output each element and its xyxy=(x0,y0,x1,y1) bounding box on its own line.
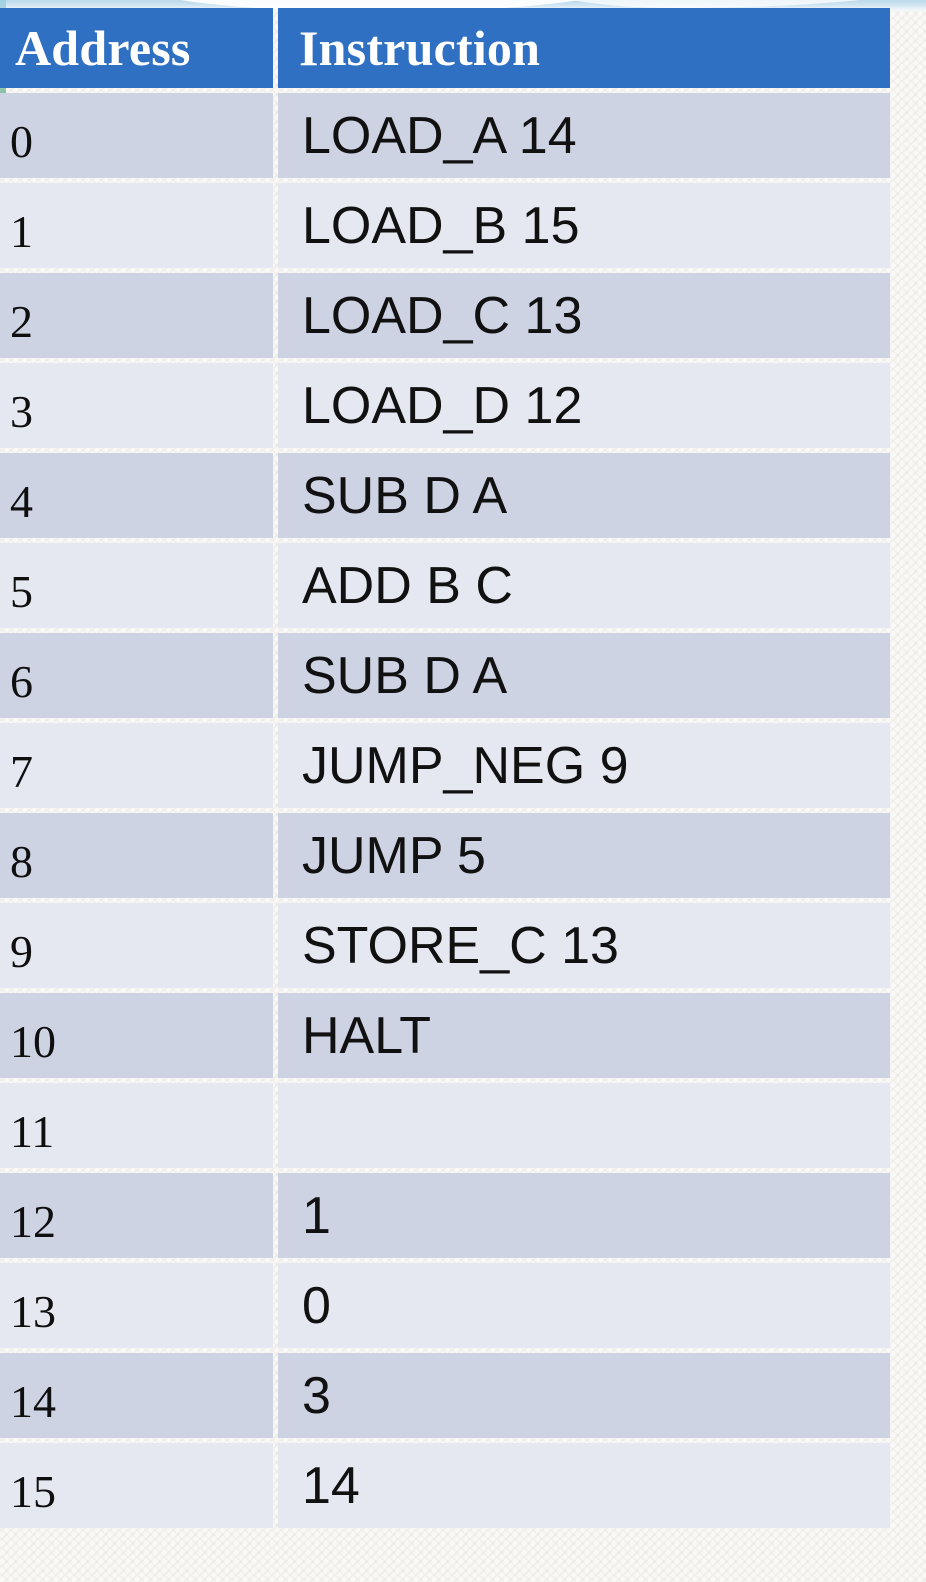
address-value: 4 xyxy=(10,475,33,527)
table-row: 0 LOAD_A 14 xyxy=(0,93,890,178)
address-value: 3 xyxy=(10,385,33,437)
instruction-value: ADD B C xyxy=(302,556,513,615)
instruction-cell: LOAD_C 13 xyxy=(278,273,890,358)
instruction-value: 3 xyxy=(302,1366,331,1425)
address-cell: 14 xyxy=(0,1353,273,1438)
instruction-cell: ADD B C xyxy=(278,543,890,628)
table-header-row: Address Instruction xyxy=(0,8,890,88)
instruction-cell: 3 xyxy=(278,1353,890,1438)
memory-contents-table: Address Instruction 0 LOAD_A 14 1 LOAD_B 15… xyxy=(0,8,890,1533)
address-cell: 12 xyxy=(0,1173,273,1258)
address-cell: 5 xyxy=(0,543,273,628)
address-cell: 7 xyxy=(0,723,273,808)
column-header-address-label: Address xyxy=(15,20,191,76)
address-cell: 11 xyxy=(0,1083,273,1168)
table-row: 1 LOAD_B 15 xyxy=(0,183,890,268)
instruction-value: JUMP_NEG 9 xyxy=(302,736,629,795)
table-row: 12 1 xyxy=(0,1173,890,1258)
column-header-instruction-label: Instruction xyxy=(299,20,541,76)
address-value: 0 xyxy=(10,115,33,167)
instruction-cell: STORE_C 13 xyxy=(278,903,890,988)
address-cell: 8 xyxy=(0,813,273,898)
address-cell: 0 xyxy=(0,93,273,178)
table-row: 7 JUMP_NEG 9 xyxy=(0,723,890,808)
address-value: 1 xyxy=(10,205,33,257)
slide-swoosh-decoration-secondary xyxy=(520,0,926,8)
table-row: 13 0 xyxy=(0,1263,890,1348)
instruction-cell: 0 xyxy=(278,1263,890,1348)
address-value: 5 xyxy=(10,565,33,617)
instruction-value: JUMP 5 xyxy=(302,826,486,885)
table-row: 8 JUMP 5 xyxy=(0,813,890,898)
address-cell: 9 xyxy=(0,903,273,988)
table-row: 5 ADD B C xyxy=(0,543,890,628)
address-value: 10 xyxy=(10,1015,56,1067)
instruction-value: LOAD_B 15 xyxy=(302,196,580,255)
instruction-value: 14 xyxy=(302,1456,360,1515)
address-cell: 2 xyxy=(0,273,273,358)
instruction-value: STORE_C 13 xyxy=(302,916,619,975)
instruction-value: LOAD_A 14 xyxy=(302,106,577,165)
table-row: 2 LOAD_C 13 xyxy=(0,273,890,358)
table-row: 6 SUB D A xyxy=(0,633,890,718)
address-value: 2 xyxy=(10,295,33,347)
address-value: 12 xyxy=(10,1195,56,1247)
instruction-cell xyxy=(278,1083,890,1168)
instruction-cell: HALT xyxy=(278,993,890,1078)
instruction-cell: JUMP 5 xyxy=(278,813,890,898)
instruction-value: LOAD_D 12 xyxy=(302,376,583,435)
table-row: 4 SUB D A xyxy=(0,453,890,538)
address-cell: 6 xyxy=(0,633,273,718)
address-value: 13 xyxy=(10,1285,56,1337)
address-value: 9 xyxy=(10,925,33,977)
table-row: 10 HALT xyxy=(0,993,890,1078)
column-header-address-cell: Address xyxy=(0,8,273,88)
address-cell: 1 xyxy=(0,183,273,268)
table-row: 9 STORE_C 13 xyxy=(0,903,890,988)
address-value: 14 xyxy=(10,1375,56,1427)
instruction-cell: JUMP_NEG 9 xyxy=(278,723,890,808)
instruction-value: HALT xyxy=(302,1006,432,1065)
address-cell: 4 xyxy=(0,453,273,538)
column-header-instruction-cell: Instruction xyxy=(278,8,890,88)
instruction-value: SUB D A xyxy=(302,646,508,705)
instruction-value: 0 xyxy=(302,1276,331,1335)
address-cell: 10 xyxy=(0,993,273,1078)
instruction-cell: LOAD_B 15 xyxy=(278,183,890,268)
address-cell: 3 xyxy=(0,363,273,448)
address-cell: 13 xyxy=(0,1263,273,1348)
address-value: 11 xyxy=(10,1105,55,1157)
instruction-cell: 1 xyxy=(278,1173,890,1258)
instruction-cell: LOAD_D 12 xyxy=(278,363,890,448)
table-row: 14 3 xyxy=(0,1353,890,1438)
address-value: 8 xyxy=(10,835,33,887)
address-value: 15 xyxy=(10,1465,56,1517)
instruction-value: LOAD_C 13 xyxy=(302,286,583,345)
instruction-cell: 14 xyxy=(278,1443,890,1528)
instruction-value: SUB D A xyxy=(302,466,508,525)
address-value: 6 xyxy=(10,655,33,707)
instruction-cell: LOAD_A 14 xyxy=(278,93,890,178)
table-row: 3 LOAD_D 12 xyxy=(0,363,890,448)
address-value: 7 xyxy=(10,745,33,797)
instruction-value: 1 xyxy=(302,1186,331,1245)
instruction-cell: SUB D A xyxy=(278,453,890,538)
address-cell: 15 xyxy=(0,1443,273,1528)
table-row: 11 xyxy=(0,1083,890,1168)
instruction-cell: SUB D A xyxy=(278,633,890,718)
